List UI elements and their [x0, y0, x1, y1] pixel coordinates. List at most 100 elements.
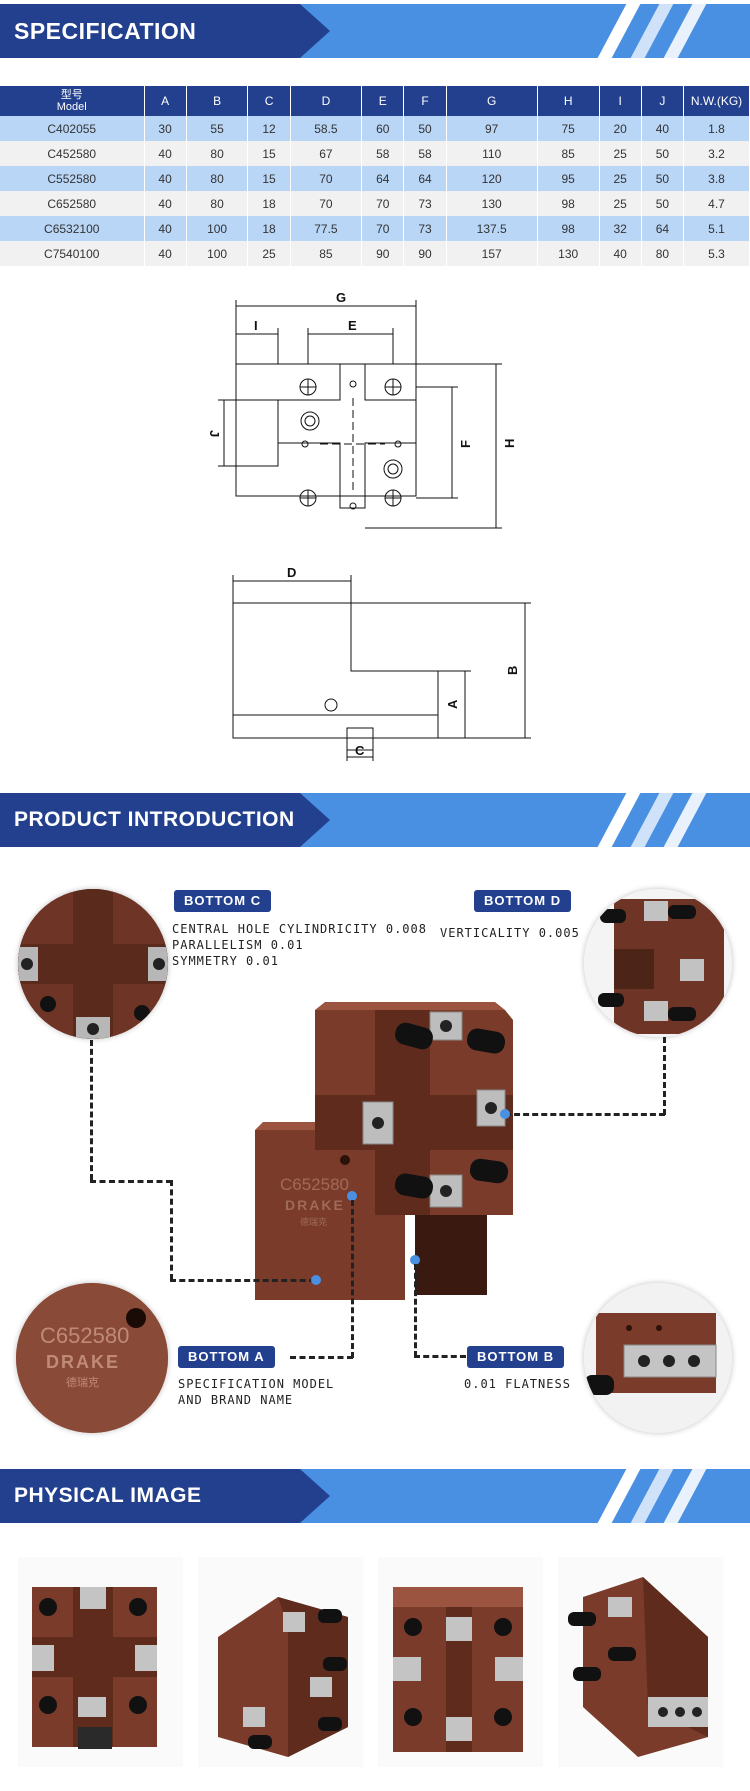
- detail-brand-engraving: DRAKE: [46, 1352, 120, 1372]
- spec-banner: SPECIFICATION: [0, 4, 750, 58]
- header-d: D: [290, 86, 363, 116]
- bottom-a-tag: BOTTOM A: [178, 1346, 275, 1368]
- value-cell: 98: [537, 216, 600, 241]
- value-cell: 5.1: [683, 216, 750, 241]
- detail-model-engraving: C652580: [40, 1323, 129, 1348]
- value-cell: 80: [186, 191, 249, 216]
- header-f: F: [403, 86, 447, 116]
- value-cell: 70: [361, 191, 405, 216]
- bottom-d-tag: BOTTOM D: [474, 890, 572, 912]
- header-i: I: [599, 86, 642, 116]
- marker-d: [500, 1109, 510, 1119]
- value-cell: 60: [361, 116, 405, 141]
- value-cell: 50: [641, 141, 685, 166]
- header-b: B: [186, 86, 249, 116]
- connector-a-vertical: [351, 1200, 354, 1358]
- value-cell: 77.5: [290, 216, 363, 241]
- physical-banner: PHYSICAL IMAGE: [0, 1469, 750, 1523]
- header-a: A: [144, 86, 187, 116]
- intro-title: PRODUCT INTRODUCTION: [14, 808, 295, 831]
- value-cell: 157: [446, 241, 538, 266]
- value-cell: 64: [641, 216, 685, 241]
- value-cell: 85: [290, 241, 363, 266]
- physical-photo-3: [378, 1557, 543, 1767]
- value-cell: 67: [290, 141, 363, 166]
- model-header: 型号 Model: [0, 86, 145, 116]
- detail-circle-b: [584, 1283, 732, 1433]
- value-cell: 98: [537, 191, 600, 216]
- dim-h: H: [502, 439, 517, 448]
- connector-a-horizontal: [290, 1356, 353, 1359]
- bottom-c-tag: BOTTOM C: [174, 890, 272, 912]
- value-cell: 73: [403, 216, 447, 241]
- value-cell: 4.7: [683, 191, 750, 216]
- value-cell: 25: [599, 141, 642, 166]
- bottom-c-text: CENTRAL HOLE CYLINDRICITY 0.008 PARALLEL…: [172, 922, 427, 968]
- value-cell: 15: [247, 166, 291, 191]
- header-nw: N.W.(KG): [683, 86, 750, 116]
- physical-title: PHYSICAL IMAGE: [14, 1484, 202, 1507]
- bottom-d-text: VERTICALITY 0.005: [440, 926, 580, 940]
- value-cell: 12: [247, 116, 291, 141]
- value-cell: 50: [641, 191, 685, 216]
- value-cell: 137.5: [446, 216, 538, 241]
- value-cell: 120: [446, 166, 538, 191]
- marker-c: [311, 1275, 321, 1285]
- product-brand-cn-engraving: 德瑞克: [300, 1216, 327, 1227]
- value-cell: 58: [403, 141, 447, 166]
- value-cell: 20: [599, 116, 642, 141]
- model-cell: C552580: [0, 166, 145, 191]
- value-cell: 3.8: [683, 166, 750, 191]
- model-cell: C7540100: [0, 241, 145, 266]
- value-cell: 25: [599, 191, 642, 216]
- product-model-engraving: C652580: [280, 1175, 349, 1194]
- bottom-b-text: 0.01 FLATNESS: [464, 1377, 571, 1391]
- connector-c-h2: [170, 1279, 315, 1282]
- detail-circle-a: C652580 DRAKE 德瑞克: [16, 1283, 168, 1433]
- value-cell: 73: [403, 191, 447, 216]
- value-cell: 100: [186, 216, 249, 241]
- value-cell: 18: [247, 216, 291, 241]
- bottom-b-tag: BOTTOM B: [467, 1346, 565, 1368]
- dim-g: G: [336, 290, 346, 305]
- value-cell: 32: [599, 216, 642, 241]
- dim-i: I: [254, 318, 258, 333]
- value-cell: 110: [446, 141, 538, 166]
- header-h: H: [537, 86, 600, 116]
- value-cell: 100: [186, 241, 249, 266]
- value-cell: 80: [186, 166, 249, 191]
- connector-d-vertical: [663, 1037, 666, 1115]
- dim-d: D: [287, 565, 296, 580]
- connector-d-horizontal: [505, 1113, 665, 1116]
- connector-b-horizontal: [414, 1355, 466, 1358]
- model-cell: C402055: [0, 116, 145, 141]
- dim-e: E: [348, 318, 357, 333]
- value-cell: 15: [247, 141, 291, 166]
- spec-table-header: 型号 Model A B C D E F G H I J N.W.(KG): [0, 86, 750, 116]
- header-e: E: [361, 86, 405, 116]
- model-cell: C6532100: [0, 216, 145, 241]
- value-cell: 18: [247, 191, 291, 216]
- header-c: C: [247, 86, 291, 116]
- bottom-a-text: SPECIFICATION MODEL AND BRAND NAME: [178, 1377, 335, 1407]
- dim-c: C: [355, 743, 365, 758]
- dim-a: A: [445, 699, 460, 709]
- value-cell: 70: [290, 166, 363, 191]
- value-cell: 25: [599, 166, 642, 191]
- value-cell: 130: [537, 241, 600, 266]
- dim-f: F: [458, 440, 473, 448]
- model-cell: C652580: [0, 191, 145, 216]
- value-cell: 55: [186, 116, 249, 141]
- value-cell: 58.5: [290, 116, 363, 141]
- top-view-drawing: G I E J F H: [210, 290, 517, 529]
- value-cell: 90: [361, 241, 405, 266]
- product-brand-engraving: DRAKE: [285, 1197, 345, 1213]
- header-g: G: [446, 86, 538, 116]
- spec-title: SPECIFICATION: [14, 18, 197, 44]
- product-main-image: C652580 DRAKE 德瑞克: [255, 1002, 513, 1300]
- value-cell: 40: [641, 116, 685, 141]
